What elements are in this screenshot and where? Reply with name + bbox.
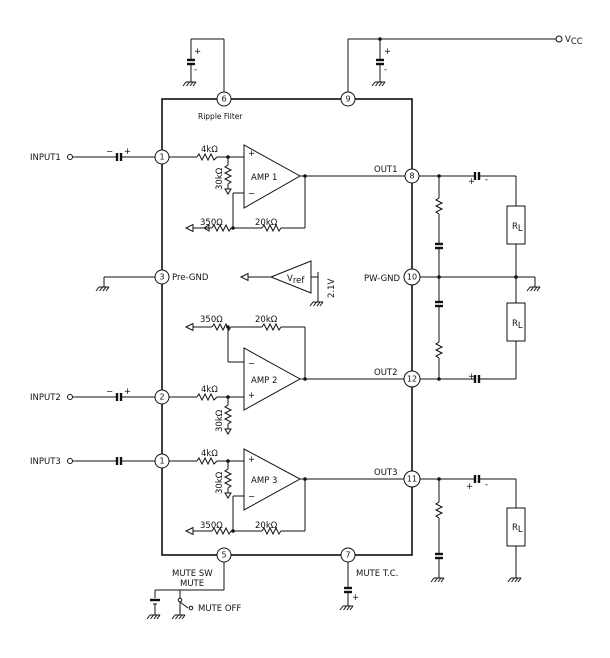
out1-cap-plus: + <box>468 177 475 187</box>
pin-3: 3 <box>154 269 170 285</box>
amp3-triangle <box>243 448 302 511</box>
input3-circuit <box>67 455 162 467</box>
input2-label: INPUT2 <box>30 393 61 403</box>
mute-tc-capacitor: + <box>339 555 359 611</box>
out2-cap-plus: + <box>468 372 475 382</box>
amp2-plus-input: + <box>248 391 255 401</box>
amp2-label: AMP 2 <box>251 376 277 386</box>
svg-text:3: 3 <box>159 273 164 282</box>
input2-cap-plus: + <box>124 387 131 397</box>
pin-7: 7 <box>340 547 356 563</box>
pin-12: 12 <box>403 370 421 388</box>
ripple-cap-minus: - <box>194 65 197 75</box>
input1-cap-plus: + <box>124 147 131 157</box>
input1-label: INPUT1 <box>30 153 61 163</box>
svg-text:10: 10 <box>407 273 417 282</box>
vref-source <box>239 260 324 307</box>
out1-label: OUT1 <box>374 165 398 175</box>
output-network-12 <box>412 170 541 385</box>
pre-gnd-label: Pre-GND <box>172 273 209 283</box>
ic-package-outline <box>161 98 413 556</box>
mute-tc-label: MUTE T.C. <box>356 569 398 579</box>
mute-off-label: MUTE OFF <box>198 604 241 614</box>
amp3-block <box>162 448 412 536</box>
pw-gnd-label: PW-GND <box>364 274 401 284</box>
output-network-3 <box>412 473 526 583</box>
ripple-cap-plus: + <box>194 47 201 57</box>
svg-text:8: 8 <box>409 172 414 181</box>
pin-10: 10 <box>403 268 421 286</box>
svg-text:9: 9 <box>345 95 350 104</box>
rl1-label: RL <box>512 222 523 234</box>
pin-6: 6 <box>216 91 232 107</box>
amp1-block <box>162 144 412 233</box>
amp1-triangle <box>243 144 302 209</box>
amp2-r20k-label: 20kΩ <box>255 315 278 325</box>
amp2-minus-input: − <box>248 359 255 369</box>
pin-11: 11 <box>403 470 421 488</box>
rl2-label: RL <box>512 319 523 331</box>
vcc-supply: + - <box>347 35 563 99</box>
svg-text:12: 12 <box>407 375 417 384</box>
amp1-label: AMP 1 <box>251 173 277 183</box>
rl3-label: RL <box>512 523 523 535</box>
amp3-minus-input: − <box>248 492 255 502</box>
amp1-minus-input: − <box>248 189 255 199</box>
svg-text:6: 6 <box>221 95 226 104</box>
svg-text:1: 1 <box>159 153 164 162</box>
amp1-r20k-label: 20kΩ <box>255 218 278 228</box>
mute-tc-cap-plus: + <box>352 593 359 603</box>
amp3-r20k-label: 20kΩ <box>255 521 278 531</box>
pre-gnd-connection <box>95 276 162 292</box>
input3-label: INPUT3 <box>30 457 61 467</box>
amp1-r4k-label: 4kΩ <box>201 145 218 155</box>
amp2-r4k-label: 4kΩ <box>201 385 218 395</box>
pin-9: 9 <box>340 91 356 107</box>
amp2-r350-label: 350Ω <box>200 315 223 325</box>
vref-label: Vref <box>287 274 305 286</box>
out2-label: OUT2 <box>374 368 398 378</box>
amp1-plus-input: + <box>248 149 255 159</box>
amp3-r4k-label: 4kΩ <box>201 449 218 459</box>
amp1-r350-label: 350Ω <box>200 218 223 228</box>
amp2-r30k-label: 30kΩ <box>215 409 225 432</box>
amp3-r350-label: 350Ω <box>200 521 223 531</box>
input2-cap-minus: − <box>106 387 113 397</box>
vref-value: 2.1V <box>327 278 337 298</box>
svg-text:5: 5 <box>221 551 226 560</box>
mute-sw-label: MUTE SW <box>172 569 213 579</box>
svg-text:2: 2 <box>159 393 164 402</box>
svg-text:1: 1 <box>159 457 164 466</box>
svg-text:11: 11 <box>407 475 417 484</box>
pin-5: 5 <box>216 547 232 563</box>
out1-cap-minus: - <box>485 175 488 185</box>
feedback-ground-arrows <box>184 223 205 536</box>
vcc-cap-minus: - <box>384 65 387 75</box>
amp3-plus-input: + <box>248 455 255 465</box>
pin-8: 8 <box>404 168 420 184</box>
amp3-r30k-label: 30kΩ <box>215 471 225 494</box>
svg-text:7: 7 <box>345 551 350 560</box>
ripple-filter-capacitor: + - <box>182 38 225 99</box>
out3-cap-minus: - <box>485 480 488 490</box>
vcc-cap-plus: + <box>384 47 391 57</box>
mute-position-label: MUTE <box>180 579 204 589</box>
input1-cap-minus: − <box>106 147 113 157</box>
amp1-r30k-label: 30kΩ <box>215 167 225 190</box>
out3-label: OUT3 <box>374 468 398 478</box>
pin-13: 1 <box>154 453 170 469</box>
amp2-triangle <box>243 347 302 411</box>
out3-cap-plus: + <box>466 482 473 492</box>
ripple-filter-label: Ripple Filter <box>198 112 243 121</box>
pin-1: 1 <box>154 149 170 165</box>
amp3-label: AMP 3 <box>251 476 277 486</box>
amp2-block <box>162 322 412 435</box>
pin-2: 2 <box>154 389 170 405</box>
input1-circuit: − + <box>67 147 162 163</box>
out2-cap-minus: - <box>485 374 488 384</box>
vcc-label: VCC <box>565 35 583 47</box>
input2-circuit: − + <box>67 387 162 403</box>
